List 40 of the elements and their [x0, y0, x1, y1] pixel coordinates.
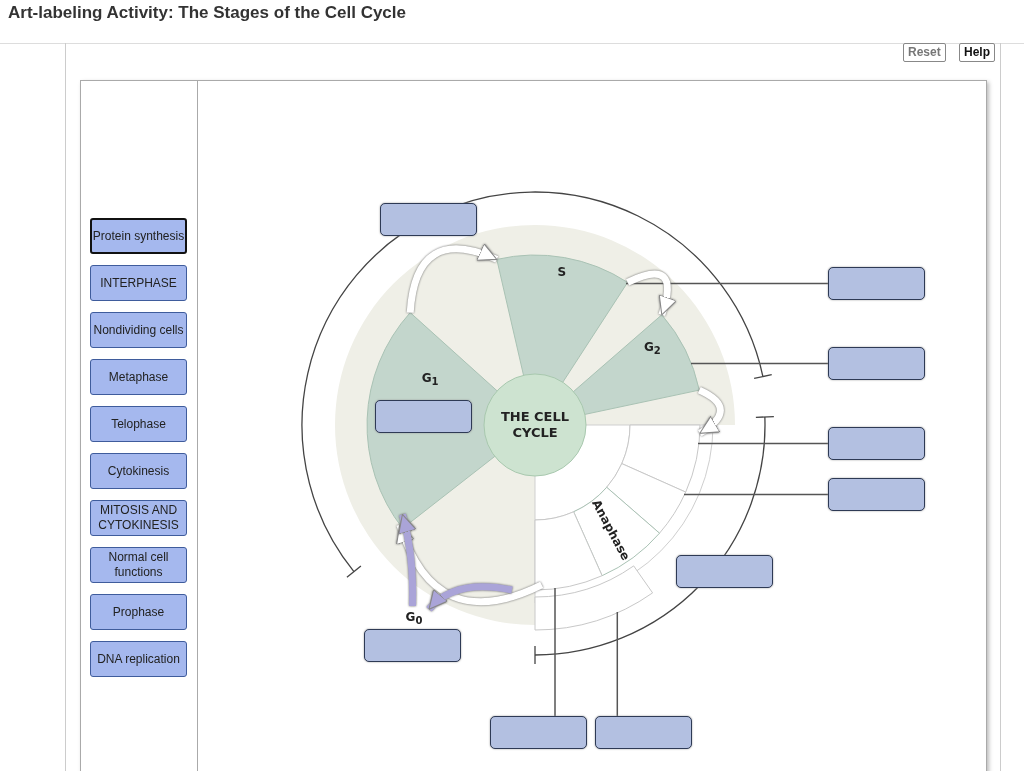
- answer-box: [828, 427, 925, 460]
- leader-line: [683, 493, 829, 496]
- drag-label: MITOSIS AND CYTOKINESIS: [90, 500, 187, 536]
- drag-label: Telophase: [90, 406, 187, 442]
- answer-box: [595, 716, 692, 749]
- drag-label: Metaphase: [90, 359, 187, 395]
- cycle-arrow: [626, 270, 677, 316]
- drag-label: Prophase: [90, 594, 187, 630]
- answer-box: [828, 478, 925, 511]
- drag-label: DNA replication: [90, 641, 187, 677]
- drag-label: INTERPHASE: [90, 265, 187, 301]
- cycle-arrow: [396, 523, 544, 606]
- answer-box: [380, 203, 477, 236]
- phase-label: S: [557, 265, 567, 280]
- leader-line: [625, 282, 829, 285]
- answer-box: [364, 629, 461, 662]
- answer-box: [828, 267, 925, 300]
- drag-label: Cytokinesis: [90, 453, 187, 489]
- phase-label: G$_{2}$: [644, 339, 661, 358]
- arrow: [397, 513, 417, 607]
- arrow: [426, 583, 513, 612]
- answer-box: [828, 347, 925, 380]
- page-title: Art-labeling Activity: The Stages of the Cell Cycle: [8, 3, 406, 23]
- leader-line: [690, 362, 829, 365]
- cycle-arrow: [406, 243, 499, 313]
- drag-label: Protein synthesis: [90, 218, 187, 254]
- leader-line: [554, 587, 556, 717]
- answer-box: [375, 400, 472, 433]
- drag-label: Normal cell functions: [90, 547, 187, 583]
- cycle-arrow: [697, 386, 724, 437]
- phase-label: G$_{1}$: [421, 371, 439, 390]
- answer-box: [490, 716, 587, 749]
- leader-line: [697, 442, 829, 445]
- help-button: Help: [959, 43, 995, 62]
- reset-button: Reset: [903, 43, 946, 62]
- phase-label: G$_{0}$: [399, 606, 429, 628]
- leader-line: [616, 611, 619, 717]
- answer-box: [676, 555, 773, 588]
- center-label: THE CELL CYCLE: [499, 409, 571, 441]
- drag-label: Nondividing cells: [90, 312, 187, 348]
